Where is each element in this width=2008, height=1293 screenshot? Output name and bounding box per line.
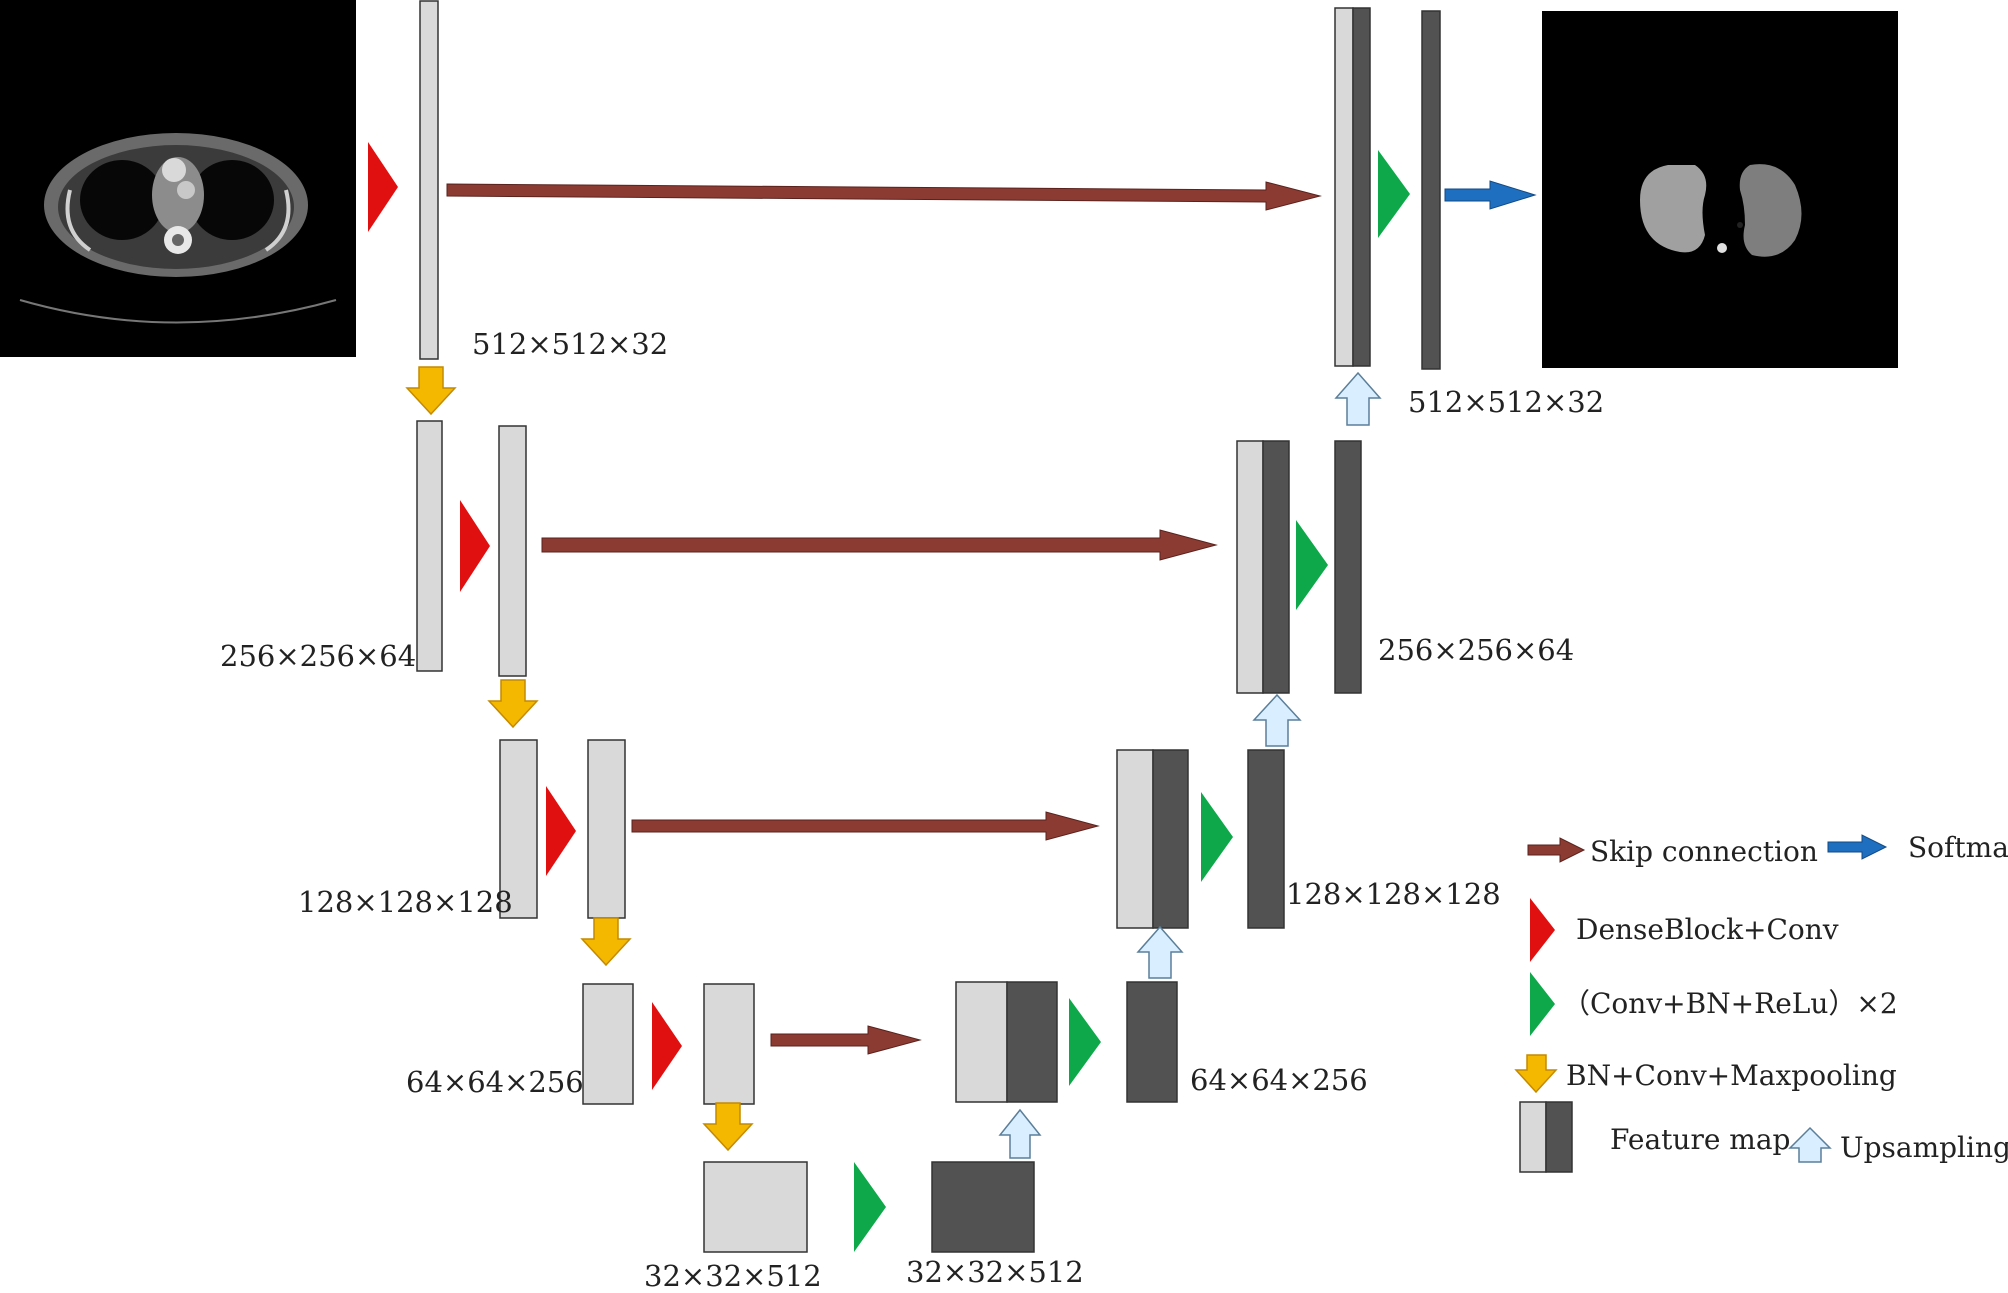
pool-arrow-l4: [702, 1102, 754, 1152]
conv-triangle-l3: [1201, 792, 1233, 882]
pool-arrow-l1: [405, 366, 457, 416]
enc-l2-map-b: [498, 425, 527, 677]
legend-skip-arrow-icon: [1527, 837, 1586, 863]
enc-l2-dim-label: 256×256×64: [220, 639, 417, 673]
dec-l3-dim-label: 128×128×128: [1286, 877, 1501, 911]
dec-l3-out-map: [1247, 749, 1285, 929]
upsampling-arrows: [998, 371, 1382, 1159]
conv-triangle-l1: [1378, 150, 1410, 238]
legend-conv-bn-relu-label: （Conv+BN+ReLu）×2: [1562, 987, 1898, 1020]
dec-l1-out-map: [1421, 10, 1441, 370]
up-arrow-l3: [1252, 693, 1302, 747]
up-arrow-bottleneck: [998, 1108, 1042, 1159]
dec-l1-concat-light: [1334, 7, 1354, 367]
dec-l4-concat-dark: [1006, 981, 1058, 1103]
bottleneck-in-dim-label: 32×32×512: [644, 1259, 822, 1293]
enc-l2-map-a: [416, 420, 443, 672]
pool-arrow-l2: [487, 679, 539, 729]
legend-icons: [1514, 834, 1888, 1173]
up-arrow-l2: [1334, 371, 1382, 426]
pool-arrow-l3: [580, 917, 632, 967]
enc-l1-dim-label: 512×512×32: [472, 327, 669, 361]
enc-l1-map: [419, 0, 439, 360]
enc-l3-dim-label: 128×128×128: [298, 885, 513, 919]
legend-feature-map-dark-icon: [1545, 1101, 1573, 1173]
dec-l2-concat-light: [1236, 440, 1264, 694]
bottleneck-out-map: [931, 1161, 1035, 1253]
dec-l1-dim-label: 512×512×32: [1408, 385, 1605, 419]
enc-l3-map-b: [587, 739, 626, 919]
legend-softmax-label: Softmax: [1908, 831, 2008, 864]
dec-l3-concat-light: [1116, 749, 1154, 929]
denseblock-triangle-l4: [652, 1002, 682, 1090]
legend-pool-arrow-icon: [1514, 1054, 1558, 1094]
denseblock-triangle-l2: [460, 500, 490, 592]
skip-arrow-l3: [631, 811, 1100, 841]
skip-connection-arrows: [446, 181, 1322, 1055]
denseblock-triangle-l1: [368, 142, 398, 232]
legend-bn-conv-maxpooling-label: BN+Conv+Maxpooling: [1566, 1059, 1897, 1092]
enc-l4-map-b: [703, 983, 755, 1105]
legend-denseblock-label: DenseBlock+Conv: [1576, 913, 1839, 946]
bottleneck-in-map: [703, 1161, 808, 1253]
output-segmentation-image: [1542, 11, 1898, 368]
dec-l4-dim-label: 64×64×256: [1190, 1063, 1368, 1097]
conv-triangle-bottleneck: [854, 1162, 886, 1252]
dec-l3-concat-dark: [1152, 749, 1189, 929]
conv-triangle-l4: [1069, 998, 1101, 1086]
legend-feature-map-light-icon: [1519, 1101, 1547, 1173]
skip-arrow-l4: [770, 1025, 922, 1055]
legend-softmax-arrow-icon: [1827, 834, 1888, 860]
dec-l4-concat-light: [955, 981, 1008, 1103]
enc-l4-map-a: [582, 983, 634, 1105]
enc-l4-dim-label: 64×64×256: [406, 1065, 584, 1099]
legend-conv-icon: [1530, 972, 1555, 1036]
dec-l2-concat-dark: [1262, 440, 1290, 694]
up-arrow-l4: [1136, 925, 1184, 979]
bottleneck-out-dim-label: 32×32×512: [906, 1255, 1084, 1289]
conv-triangles: [854, 150, 1410, 1252]
legend-skip-connection-label: Skip connection: [1590, 835, 1818, 868]
pooling-arrows: [405, 366, 754, 1152]
encoder-feature-maps: [416, 0, 808, 1253]
legend-denseblock-icon: [1530, 898, 1555, 962]
softmax-arrow: [1444, 180, 1537, 210]
legend-upsample-arrow-icon: [1788, 1126, 1832, 1163]
dec-l1-concat-dark: [1352, 7, 1371, 367]
enc-l3-map-a: [499, 739, 538, 919]
input-ct-image: [0, 0, 356, 357]
dec-l2-dim-label: 256×256×64: [1378, 633, 1575, 667]
decoder-feature-maps: [931, 7, 1441, 1253]
denseblock-triangles: [368, 142, 682, 1090]
conv-triangle-l2: [1296, 520, 1328, 610]
skip-arrow-l2: [541, 529, 1218, 561]
legend-feature-map-label: Feature map: [1610, 1123, 1791, 1156]
dec-l4-out-map: [1126, 981, 1178, 1103]
denseblock-triangle-l3: [546, 786, 576, 876]
legend-upsampling-label: Upsampling: [1840, 1131, 2008, 1164]
skip-arrow-l1: [446, 181, 1322, 211]
dec-l2-out-map: [1334, 440, 1362, 694]
